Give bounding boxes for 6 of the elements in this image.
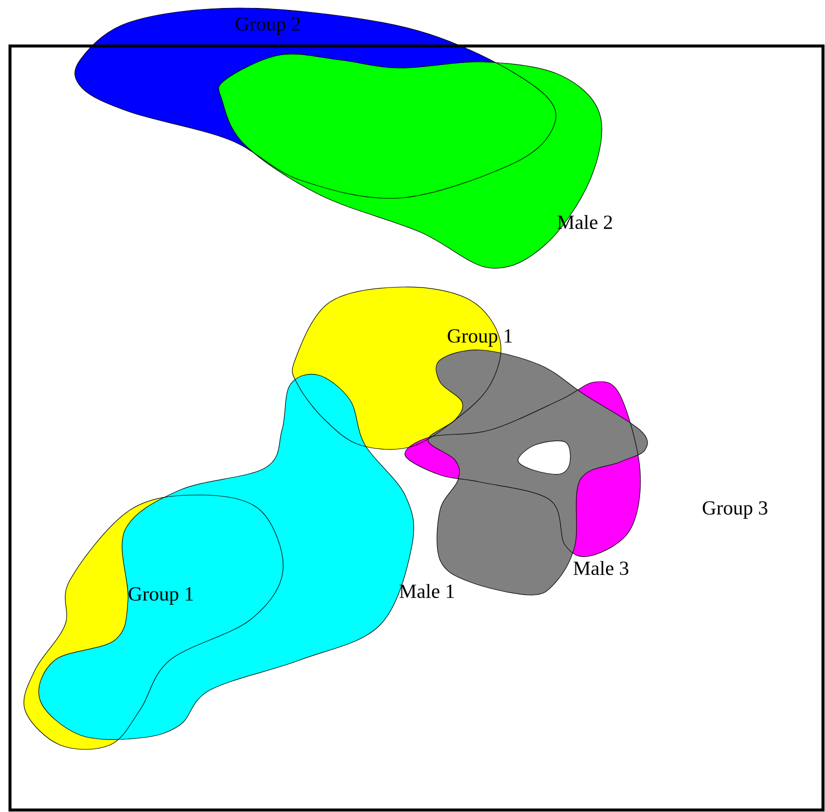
range-label: Group 1 bbox=[448, 329, 512, 347]
range-label: Male 3 bbox=[574, 560, 628, 576]
range-label: Group 2 bbox=[236, 17, 300, 35]
range-label: Group 1 bbox=[128, 587, 193, 605]
range-label: Male 1 bbox=[400, 584, 454, 598]
range-label: Group 3 bbox=[702, 501, 768, 519]
